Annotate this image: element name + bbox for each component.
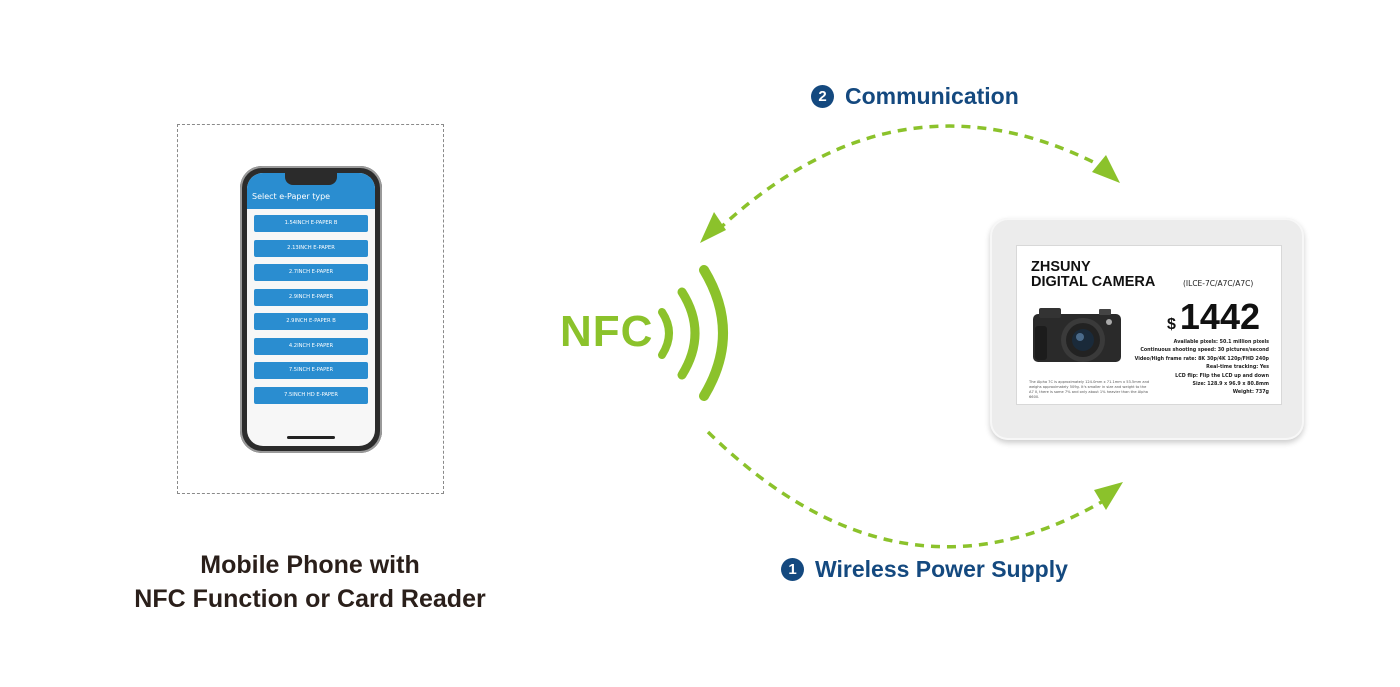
mobile-phone: Select e-Paper type 1.54INCH E-PAPER B 2… [240, 166, 382, 453]
arrow-head-left-icon [700, 212, 726, 243]
phone-caption: Mobile Phone with NFC Function or Card R… [100, 548, 520, 616]
epaper-option-button[interactable]: 4.2INCH E-PAPER [254, 337, 368, 355]
arrow-head-right-top-icon [1092, 155, 1120, 183]
product-name: DIGITAL CAMERA [1031, 274, 1156, 290]
step-number-badge: 1 [781, 558, 804, 581]
phone-caption-line-1: Mobile Phone with [200, 551, 420, 579]
epaper-option-button[interactable]: 2.13INCH E-PAPER [254, 239, 368, 257]
price-amount: 1442 [1179, 296, 1260, 337]
spec-line: Video/High frame rate: 8K 30p/4K 120p/FH… [1134, 356, 1269, 362]
nfc-waves-icon [658, 265, 728, 401]
arrow-head-right-bottom-icon [1094, 482, 1123, 510]
spec-line: Weight: 737g [1232, 390, 1269, 396]
product-title: ZHSUNY DIGITAL CAMERA [1031, 260, 1155, 290]
epaper-option-button[interactable]: 7.5INCH E-PAPER [254, 362, 368, 379]
phone-notch [285, 173, 337, 185]
product-specs: Available pixels: 50.1 million pixels Co… [1135, 339, 1269, 398]
communication-step-label: 2 Communication [811, 83, 1019, 110]
communication-arc [716, 124, 1106, 232]
spec-line: Size: 128.9 x 96.9 x 80.8mm [1192, 382, 1269, 388]
spec-line: LCD flip: Flip the LCD up and down [1175, 373, 1269, 379]
step-number-badge: 2 [811, 85, 834, 108]
epaper-option-button[interactable]: 7.5INCH HD E-PAPER [254, 386, 368, 404]
spec-line: Available pixels: 50.1 million pixels [1173, 340, 1269, 345]
spec-line: Continuous shooting speed: 30 pictures/s… [1140, 348, 1269, 354]
power-label-text: Wireless Power Supply [815, 556, 1068, 582]
power-step-label: 1 Wireless Power Supply [781, 556, 1068, 583]
phone-home-indicator [287, 436, 335, 439]
nfc-label: NFC [560, 307, 654, 356]
product-brand: ZHSUNY [1031, 259, 1091, 275]
epaper-option-button[interactable]: 1.54INCH E-PAPER B [254, 215, 368, 232]
epaper-option-button[interactable]: 2.9INCH E-PAPER [254, 288, 368, 306]
epaper-screen: ZHSUNY DIGITAL CAMERA (ILCE-7C/A7C/A7C) … [1016, 245, 1282, 405]
spec-line: Real-time tracking: Yes [1206, 365, 1269, 371]
camera-image-icon [1033, 308, 1121, 362]
product-price: $ 1442 [1167, 296, 1260, 338]
power-supply-arc [706, 430, 1106, 549]
phone-caption-line-2: NFC Function or Card Reader [134, 585, 486, 613]
epaper-type-list: 1.54INCH E-PAPER B 2.13INCH E-PAPER 2.7I… [247, 209, 375, 404]
epaper-option-button[interactable]: 2.9INCH E-PAPER B [254, 313, 368, 330]
phone-frame-dashed-box [177, 124, 444, 494]
communication-label-text: Communication [845, 83, 1019, 109]
price-currency: $ [1167, 316, 1176, 333]
phone-screen: Select e-Paper type 1.54INCH E-PAPER B 2… [247, 173, 375, 446]
epaper-display-device: ZHSUNY DIGITAL CAMERA (ILCE-7C/A7C/A7C) … [990, 218, 1304, 440]
product-fine-print: The Alpha 7C is approximately 124.0mm x … [1029, 380, 1150, 399]
epaper-option-button[interactable]: 2.7INCH E-PAPER [254, 264, 368, 281]
product-model: (ILCE-7C/A7C/A7C) [1183, 279, 1254, 288]
